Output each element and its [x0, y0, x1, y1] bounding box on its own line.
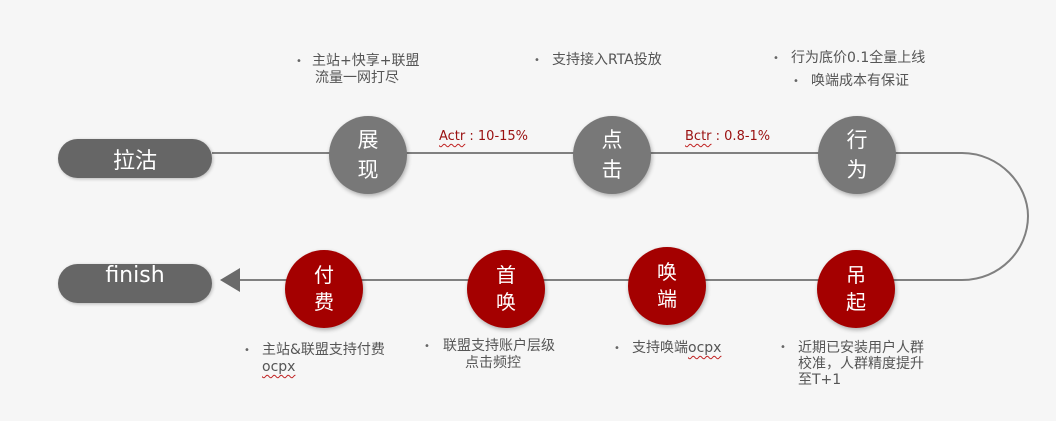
node-label: 点	[601, 128, 623, 152]
node-click: 点 击	[573, 116, 651, 194]
note-line: 至T+1	[798, 372, 842, 388]
bullet-icon: •	[534, 55, 540, 66]
node-label: 首	[496, 263, 516, 287]
bullet-icon: •	[244, 345, 250, 356]
node-wake: 唤 端	[628, 247, 706, 325]
note-term: ocpx	[688, 340, 722, 356]
node-label: 击	[601, 158, 623, 182]
bullet-icon: •	[773, 53, 779, 64]
note-line: 近期已安装用户人群	[798, 340, 924, 356]
start-pill: 拉沽	[58, 139, 212, 178]
note-line: 校准，人群精度提升	[798, 356, 924, 372]
node-label: 费	[314, 290, 334, 314]
node-label: 付	[314, 263, 334, 287]
bullet-icon: •	[793, 76, 799, 87]
note-impression: • 主站+快享+联盟 流量一网打尽	[296, 53, 419, 87]
arrow-head-icon	[220, 268, 240, 292]
node-label: 为	[846, 158, 868, 182]
bullet-icon: •	[424, 341, 430, 352]
node-launch: 吊 起	[817, 250, 895, 328]
note-line: 点击频控	[465, 355, 521, 371]
note-line: 联盟支持账户层级	[443, 338, 555, 354]
node-label: 行	[846, 128, 868, 152]
metric-value: : 10-15%	[465, 129, 529, 144]
node-action: 行 为	[818, 116, 896, 194]
note-line: 支持接入RTA投放	[552, 52, 662, 68]
node-label: 展	[357, 128, 379, 152]
metric-bctr: Bctr : 0.8-1%	[685, 129, 770, 144]
bullet-icon: •	[780, 342, 786, 353]
note-wake: • 支持唤端ocpx	[614, 340, 721, 357]
start-label: 拉沽	[112, 148, 157, 174]
note-line: 支持唤端	[632, 340, 688, 356]
note-line: 流量一网打尽	[315, 70, 399, 86]
node-first-wake: 首 唤	[467, 250, 545, 328]
metric-name: Actr	[439, 129, 466, 144]
metric-value: : 0.8-1%	[711, 129, 771, 144]
note-term: ocpx	[262, 359, 296, 375]
finish-label: finish	[105, 263, 165, 288]
node-label: 吊	[846, 263, 866, 287]
note-line: 主站+快享+联盟	[312, 53, 420, 69]
note-first-wake: • 联盟支持账户层级 点击频控	[424, 338, 555, 372]
finish-pill: finish	[58, 264, 212, 303]
metric-name: Bctr	[685, 129, 712, 144]
bullet-icon: •	[296, 56, 302, 67]
node-label: 现	[357, 158, 379, 182]
note-launch: • 近期已安装用户人群 校准，人群精度提升 至T+1	[780, 340, 924, 388]
note-line: 行为底价0.1全量上线	[791, 50, 926, 66]
note-line: 主站&联盟支持付费	[262, 342, 385, 358]
metric-actr: Actr : 10-15%	[439, 129, 528, 144]
node-impression: 展 现	[329, 116, 407, 194]
note-click: • 支持接入RTA投放	[534, 52, 662, 69]
bullet-icon: •	[614, 343, 620, 354]
note-action: • 行为底价0.1全量上线 • 唤端成本有保证	[773, 50, 925, 90]
node-label: 唤	[496, 290, 516, 314]
node-label: 端	[657, 287, 677, 311]
note-pay: • 主站&联盟支持付费 ocpx	[244, 342, 385, 376]
node-label: 唤	[657, 260, 677, 284]
node-pay: 付 费	[285, 250, 363, 328]
node-label: 起	[846, 290, 866, 314]
note-line: 唤端成本有保证	[811, 73, 909, 89]
